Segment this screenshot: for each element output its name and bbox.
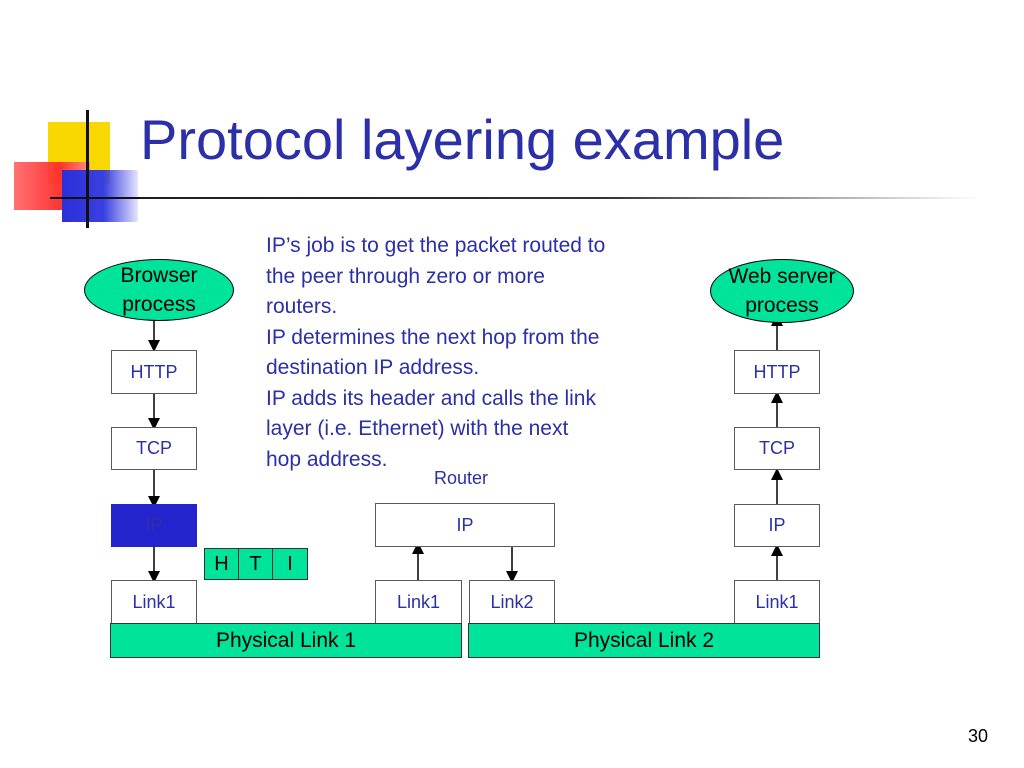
router-label: Router	[434, 468, 489, 488]
packet-header-t: T	[238, 548, 273, 580]
page-number: 30	[968, 726, 989, 746]
note-line: routers.	[266, 295, 338, 318]
note-line: layer (i.e. Ethernet) with the next	[266, 417, 569, 440]
slide-title: Protocol layering example	[140, 108, 785, 171]
right-link1-box: Link1	[734, 580, 820, 624]
right-http-box: HTTP	[734, 350, 820, 394]
right-ip-box: IP	[734, 504, 820, 547]
note-line: hop address.	[266, 447, 388, 471]
note-line: destination IP address.	[266, 356, 480, 379]
left-tcp-box: TCP	[111, 427, 197, 470]
left-ip-box: IP	[111, 504, 197, 547]
router-ip-box: IP	[375, 503, 555, 547]
browser-process-label: process	[122, 293, 196, 316]
title-rule	[50, 197, 980, 199]
web-server-process-node: Web server process	[710, 259, 854, 323]
ip-explanation: IP’s job is to get the packet routed to …	[266, 231, 686, 475]
note-line: IP’s job is to get the packet routed to	[266, 234, 606, 257]
decor-vertical-line	[86, 110, 89, 228]
packet-header-h: H	[204, 548, 239, 580]
decor-horizontal-line	[50, 197, 140, 199]
packet-header-i: I	[272, 548, 308, 580]
left-link1-box: Link1	[111, 580, 197, 624]
note-line: IP determines the next hop from the	[266, 325, 600, 349]
note-line: IP adds its header and calls the link	[266, 386, 596, 410]
router-link1-box: Link1	[375, 580, 462, 624]
router-link2-box: Link2	[469, 580, 555, 624]
decor-blue-block	[62, 170, 138, 222]
physical-link-2: Physical Link 2	[468, 623, 820, 658]
browser-process-label: Browser	[120, 264, 198, 287]
web-server-process-label: Web server	[728, 265, 836, 288]
physical-link-1: Physical Link 1	[110, 623, 462, 658]
web-server-process-label: process	[745, 294, 819, 317]
note-line: the peer through zero or more	[266, 264, 545, 288]
left-http-box: HTTP	[111, 350, 197, 394]
right-tcp-box: TCP	[734, 427, 820, 470]
browser-process-node: Browser process	[84, 259, 234, 321]
